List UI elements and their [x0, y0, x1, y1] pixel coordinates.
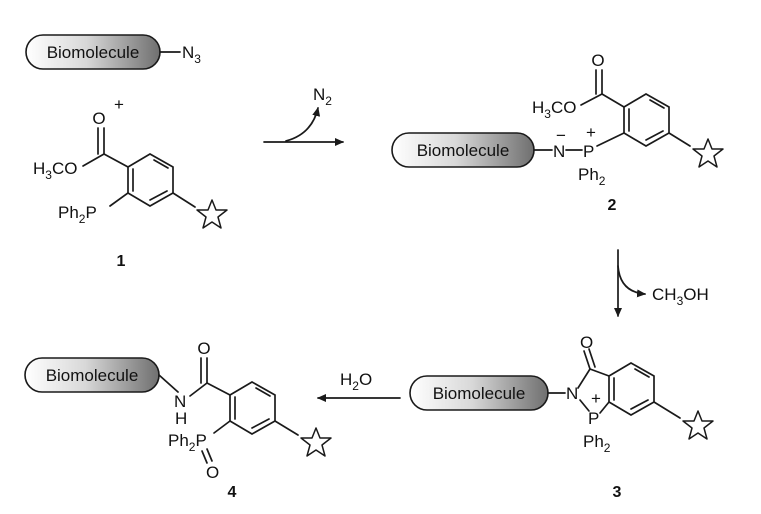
biomolecule-label: Biomolecule	[46, 366, 139, 385]
compound-3-structure: Biomolecule N P + Ph2 O	[409, 333, 714, 455]
amide-nitrogen: N	[566, 384, 578, 403]
carbonyl-oxygen: O	[197, 339, 210, 358]
ph2-label: Ph2	[578, 165, 606, 188]
compound-number-1: 1	[117, 253, 126, 270]
reaction-arrow-3: H2O	[317, 370, 401, 402]
azide-label: N3	[182, 43, 201, 66]
compound-2-structure: Biomolecule N − P + Ph2 O H3CO	[391, 51, 724, 188]
fluorophore-star-icon	[682, 410, 714, 440]
carbonyl-oxygen: O	[591, 51, 604, 70]
carbonyl-oxygen: O	[580, 333, 593, 352]
compound-number-4: 4	[228, 484, 237, 501]
positive-charge: +	[586, 123, 596, 142]
compound-4-structure: Biomolecule N H O Ph2P O	[24, 339, 332, 482]
biomolecule-label: Biomolecule	[433, 384, 526, 403]
plus-sign: +	[114, 95, 124, 114]
positive-charge: +	[591, 389, 601, 408]
methanol-byproduct: CH3OH	[652, 285, 709, 308]
imino-nitrogen: N	[553, 142, 565, 161]
compound-number-2: 2	[608, 197, 617, 214]
phosphoryl-oxygen: O	[206, 463, 219, 482]
methoxy-label: H3CO	[532, 98, 576, 121]
amide-hydrogen: H	[175, 409, 187, 428]
ph2p-oxide-label: Ph2P	[168, 431, 207, 454]
phosphonium-atom: P	[583, 142, 594, 161]
reaction-arrow-1: N2	[263, 85, 344, 146]
negative-charge: −	[556, 126, 566, 145]
fluorophore-star-icon	[692, 138, 724, 168]
methoxy-label: H3CO	[33, 159, 77, 182]
reaction-arrow-2: CH3OH	[614, 249, 709, 317]
water-reagent: H2O	[340, 370, 372, 393]
biomolecule-label: Biomolecule	[47, 43, 140, 62]
compound-number-3: 3	[613, 484, 622, 501]
ph2p-label: Ph2P	[58, 203, 97, 226]
carbonyl-oxygen: O	[92, 109, 105, 128]
compound-1-structure: O H3CO Ph2P	[33, 109, 228, 229]
biomolecule-label: Biomolecule	[417, 141, 510, 160]
ph2-label: Ph2	[583, 432, 611, 455]
fluorophore-star-icon	[196, 199, 228, 229]
n2-byproduct: N2	[313, 85, 332, 108]
amide-nh: N	[174, 392, 186, 411]
phosphonium-atom: P	[588, 409, 599, 428]
fluorophore-star-icon	[300, 427, 332, 457]
azide-reagent: Biomolecule N3	[25, 34, 201, 70]
